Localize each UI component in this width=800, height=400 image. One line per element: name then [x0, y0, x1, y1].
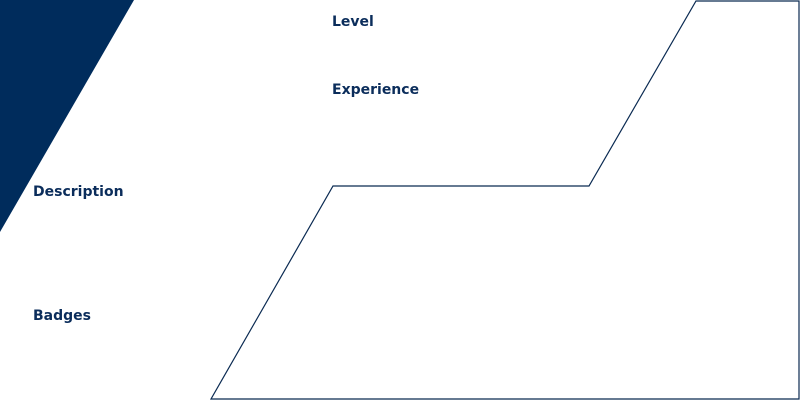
experience-label: Experience [332, 82, 420, 98]
content-panel-outline [209, 0, 800, 400]
badges-label: Badges [33, 308, 91, 324]
accent-stripe [0, 0, 134, 232]
description-label: Description [33, 184, 124, 200]
level-label: Level [332, 14, 374, 30]
